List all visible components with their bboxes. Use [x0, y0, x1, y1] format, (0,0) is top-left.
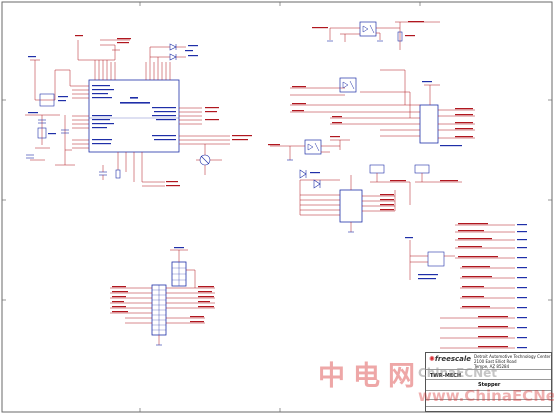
- top-right-opto: [312, 21, 440, 50]
- left-power-section: [25, 56, 75, 166]
- company-name: freescale: [434, 355, 472, 363]
- title-block-divider: [426, 369, 551, 370]
- title-block: ✺freescale Detroit Automotive Technology…: [425, 352, 552, 412]
- title-block-divider: [426, 379, 551, 380]
- center-street: 2100 East Elliot Road: [474, 359, 517, 364]
- title-block-address: Detroit Automotive Technology Center 210…: [474, 354, 551, 369]
- center-city: Tempe, AZ 85284: [474, 364, 510, 369]
- right-driver-section: [268, 69, 475, 161]
- mcu-block: [72, 35, 252, 187]
- company-logo: ✺freescale: [429, 355, 471, 363]
- title-block-divider: [426, 406, 551, 407]
- project-name: TWR-MECH: [430, 373, 462, 379]
- right-net-list: [405, 223, 527, 349]
- logo-mark-icon: ✺: [429, 355, 435, 363]
- sheet-title: Stepper: [478, 382, 501, 388]
- title-block-divider: [426, 399, 551, 400]
- center-name: Detroit Automotive Technology Center: [474, 354, 551, 359]
- title-block-divider: [426, 390, 551, 391]
- center-right-ic: [299, 164, 462, 233]
- bottom-left-connector: [110, 247, 215, 346]
